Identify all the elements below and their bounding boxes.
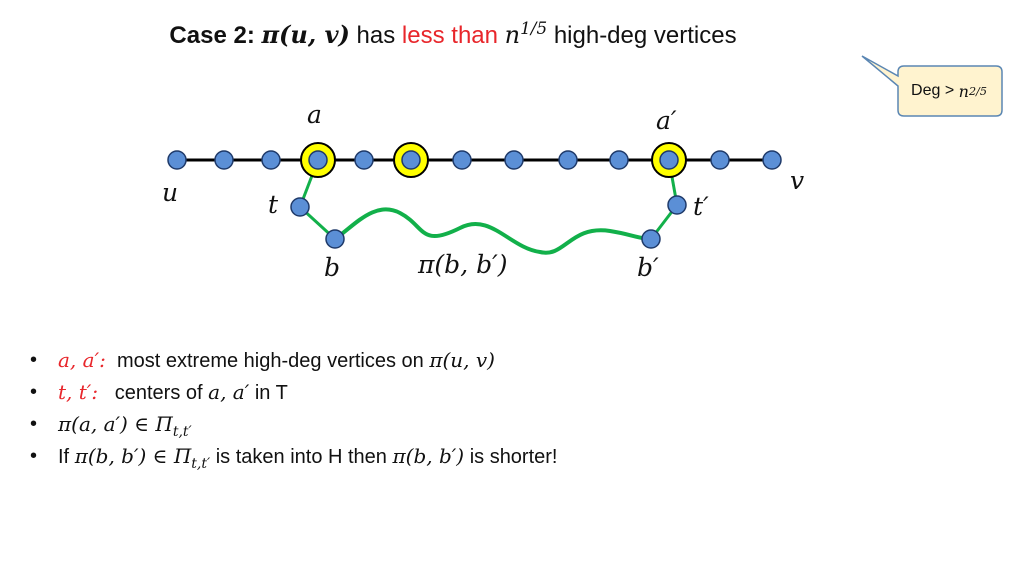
path-b-b-prime-curve [333, 207, 652, 255]
vertex-high-deg [401, 150, 421, 170]
title-n: n [504, 21, 521, 50]
label-b: b [324, 253, 341, 282]
callout-text: Deg > [911, 82, 955, 99]
callout-bubble [861, 55, 1003, 117]
label-b-prime: b′ [637, 253, 659, 282]
vertex-v [762, 150, 782, 170]
label-a-prime: a′ [656, 106, 677, 135]
vertex [261, 150, 281, 170]
vertex [504, 150, 524, 170]
bullet-math: a, a′: [58, 348, 106, 372]
vertex-b [325, 229, 345, 249]
bullet-math: π(a, a′) ∈ Π [58, 412, 173, 436]
path-vertices [167, 150, 782, 249]
title-has: has [356, 22, 396, 50]
bullet-text: is taken into H then [215, 446, 387, 468]
title-rest: high-deg vertices [553, 22, 737, 50]
bullet-math: a, a′ [208, 380, 250, 404]
vertex [214, 150, 234, 170]
label-v: v [790, 166, 805, 195]
bullet-math: π(u, v) [429, 348, 495, 372]
vertex-t [290, 197, 310, 217]
bullet-item: t, t′: centers of a, a′ in T [30, 377, 558, 409]
label-t: t [268, 190, 279, 219]
bullet-text: centers of [114, 382, 203, 404]
bullet-item: If π(b, b′) ∈ Πt,t′ is taken into H then… [30, 441, 558, 473]
bullet-text: in T [254, 382, 288, 404]
title-exponent: 1/5 [520, 18, 548, 38]
label-pi-b-b-prime: π(b, b′) [418, 250, 508, 279]
vertex-u [167, 150, 187, 170]
bullet-math: t, t′: [58, 380, 99, 404]
bullet-item: π(a, a′) ∈ Πt,t′ [30, 409, 558, 441]
bullet-math: π(b, b′) ∈ Π [74, 444, 192, 468]
bullet-text: is shorter! [469, 446, 558, 468]
bullet-text: most extreme high-deg vertices on [116, 350, 424, 372]
slide-title: Case 2: π(u, v) has less than n1/5 high-… [0, 18, 906, 50]
case-label: Case 2: [169, 22, 255, 50]
callout-exponent: 2/5 [968, 84, 987, 98]
vertex-a [308, 150, 328, 170]
label-u: u [162, 178, 179, 207]
title-pi-expression: π(u, v) [261, 20, 350, 50]
vertex [609, 150, 629, 170]
bullet-subscript: t,t′ [172, 423, 192, 440]
title-less-than: less than [401, 22, 498, 50]
label-a: a [307, 100, 322, 129]
label-t-prime: t′ [693, 192, 709, 221]
vertex-a-prime [659, 150, 679, 170]
vertex [710, 150, 730, 170]
vertex-b-prime [641, 229, 661, 249]
bullet-list: a, a′: most extreme high-deg vertices on… [30, 345, 558, 473]
vertex [354, 150, 374, 170]
vertex [558, 150, 578, 170]
bullet-math: π(b, b′) [392, 444, 465, 468]
bullet-item: a, a′: most extreme high-deg vertices on… [30, 345, 558, 377]
callout-n: n [958, 81, 969, 101]
vertex [452, 150, 472, 170]
vertex-t-prime [667, 195, 687, 215]
bullet-subscript: t,t′ [191, 455, 211, 472]
bullet-text: If [58, 446, 70, 468]
